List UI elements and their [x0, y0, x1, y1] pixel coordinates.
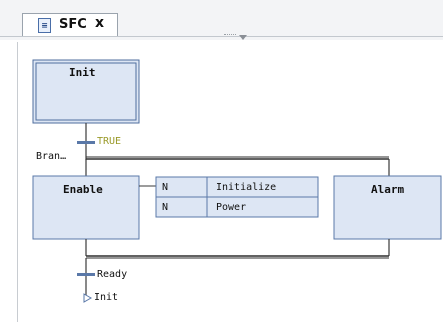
- step-alarm[interactable]: [333, 175, 442, 240]
- sfc-document-icon: ≡: [38, 18, 51, 33]
- step-init-label: Init: [69, 66, 96, 79]
- step-alarm-label: Alarm: [371, 183, 405, 196]
- transition-ready-label[interactable]: Ready: [97, 269, 128, 280]
- action-qualifier[interactable]: N: [162, 202, 169, 213]
- step-init[interactable]: [32, 59, 140, 124]
- step-enable-label: Enable: [63, 183, 103, 196]
- step-enable[interactable]: [32, 175, 140, 240]
- scroll-down-icon[interactable]: [239, 35, 247, 40]
- tab-divider: [0, 36, 443, 37]
- jump-arrow-icon[interactable]: [83, 293, 93, 303]
- action-name[interactable]: Power: [216, 202, 247, 213]
- action-table: [155, 176, 319, 218]
- editor-margin-line: [17, 42, 18, 322]
- editor-tab-strip: ≡ SFC x: [0, 0, 443, 40]
- branch-label: Bran…: [36, 151, 67, 162]
- action-name[interactable]: Initialize: [216, 182, 277, 193]
- tab-sfc[interactable]: ≡ SFC x: [22, 13, 118, 37]
- action-qualifier[interactable]: N: [162, 182, 169, 193]
- transition-true-label[interactable]: TRUE: [97, 136, 122, 147]
- close-tab-icon[interactable]: x: [95, 15, 105, 31]
- transition-ready-bar[interactable]: [77, 273, 95, 276]
- jump-target-label: Init: [94, 292, 119, 303]
- tab-sfc-label: SFC: [59, 17, 87, 32]
- scroll-grip: [224, 34, 236, 37]
- transition-true-bar[interactable]: [77, 141, 95, 144]
